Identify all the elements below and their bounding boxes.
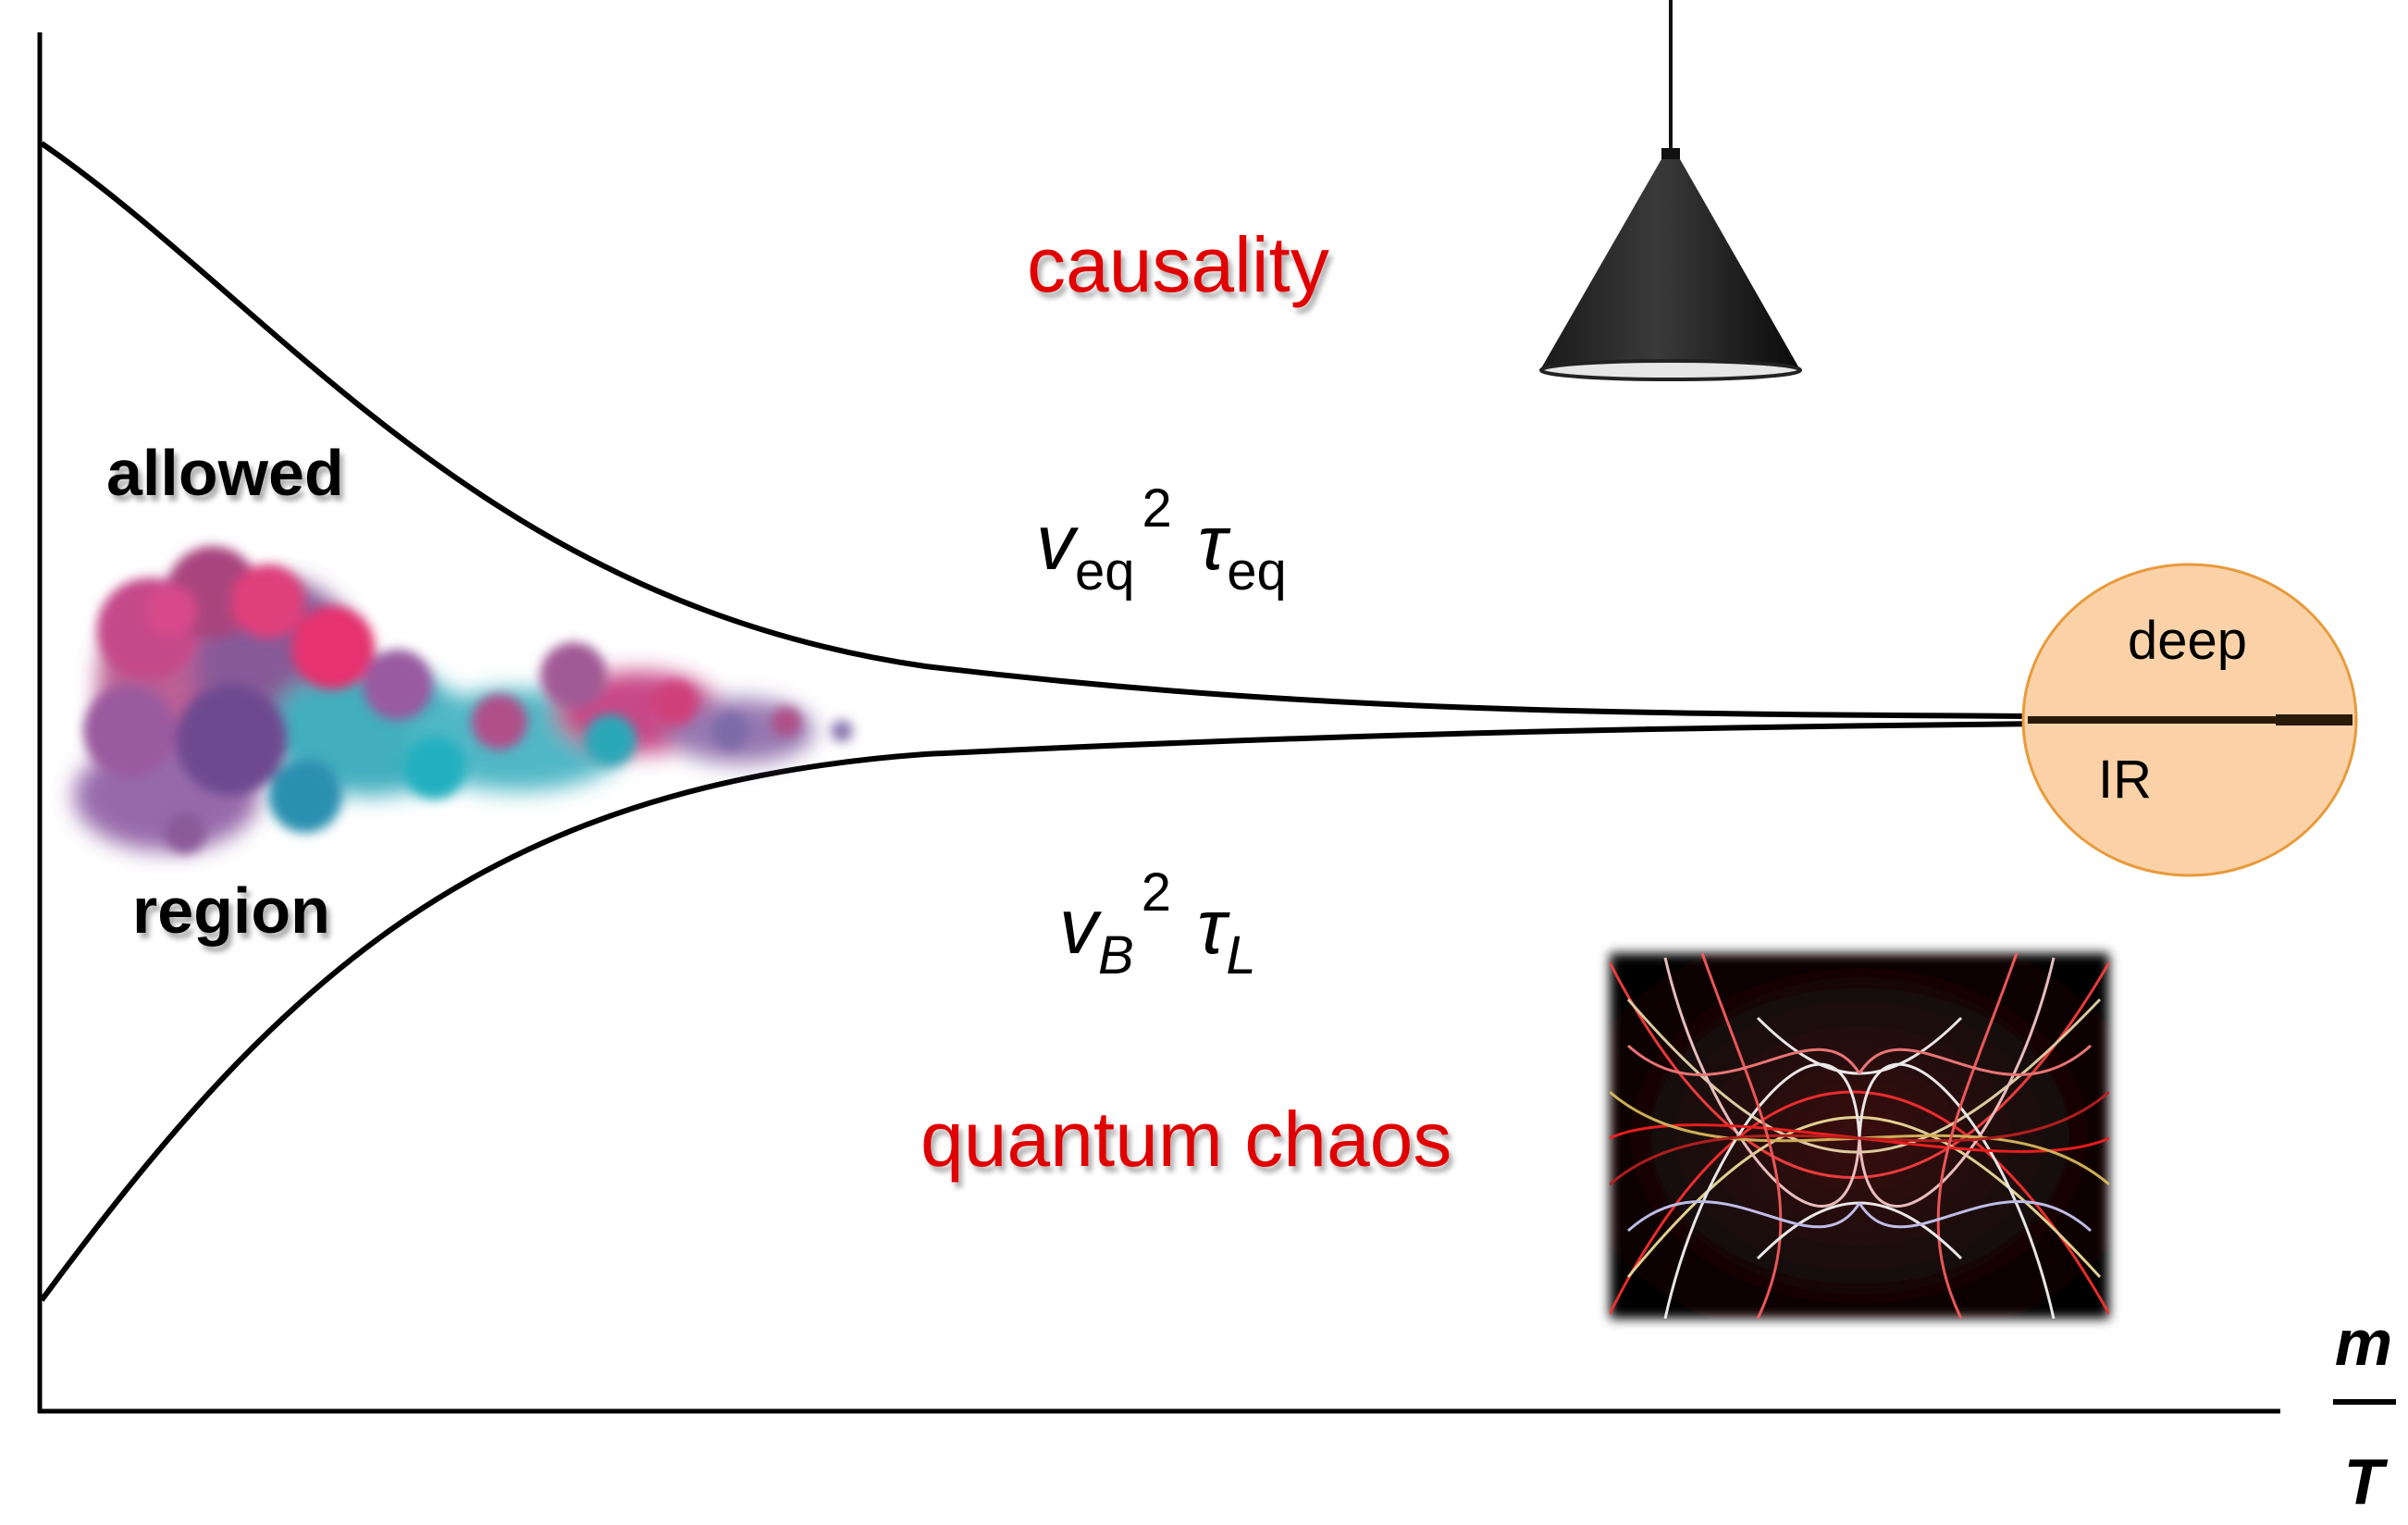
upper-formula-sup: 2: [1142, 478, 1172, 539]
lower-formula-sub: B: [1098, 925, 1134, 986]
pendant-lamp-icon: [1539, 0, 1802, 381]
light-trails-image: [1610, 953, 2109, 1319]
allowed-label: allowed: [106, 437, 344, 509]
upper-formula-sub: eq: [1075, 541, 1135, 601]
lower-formula-tau: τ: [1197, 883, 1230, 970]
x-axis-label: m T: [2333, 1307, 2396, 1518]
lower-formula-sup: 2: [1142, 862, 1171, 923]
causality-label: causality: [1027, 221, 1329, 308]
deep-ir-circle: deep IR: [2021, 563, 2358, 877]
deep-label: deep: [2128, 611, 2247, 671]
x-axis-denominator: T: [2344, 1445, 2389, 1518]
lower-bound-curve: [39, 719, 2277, 1302]
upper-formula-tau: τ: [1198, 499, 1231, 586]
upper-formula-v: v: [1036, 499, 1080, 586]
ink-cloud-image: [74, 546, 853, 853]
ir-label: IR: [2098, 750, 2152, 810]
region-label: region: [132, 874, 330, 947]
upper-bound-curve: [40, 141, 2277, 721]
x-axis-numerator: m: [2335, 1307, 2392, 1379]
lower-formula-v: v: [1059, 883, 1103, 970]
lower-formula-tau-sub: L: [1226, 925, 1255, 986]
upper-formula-tau-sub: eq: [1227, 541, 1287, 601]
quantum-chaos-label: quantum chaos: [920, 1096, 1451, 1183]
